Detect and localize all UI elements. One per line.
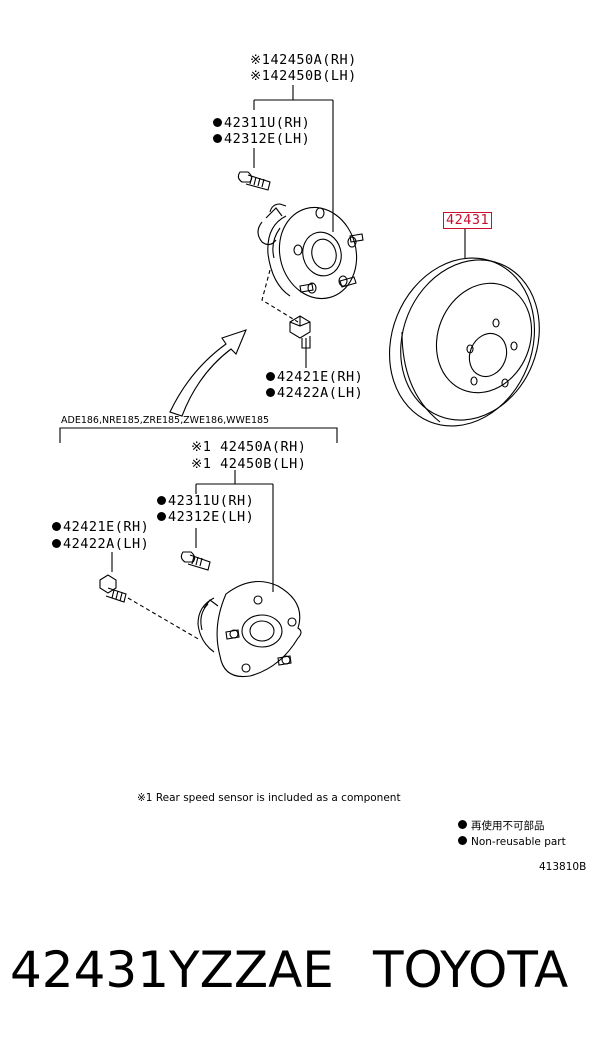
upper-sensor-lh-label: ※142450B(LH) (250, 68, 357, 84)
lower-nut-rh-label: 42421E(RH) (52, 520, 149, 535)
upper-hub-bolt (237, 171, 271, 191)
brand-caption: TOYOTA (373, 941, 569, 999)
nonreusable-dot-icon (266, 372, 275, 381)
part-number-caption: 42431YZZAE (10, 941, 334, 999)
legend-nonreusable-en: Non-reusable part (458, 836, 566, 848)
lower-sensor-rh-label: ※1 42450A(RH) (191, 439, 307, 455)
nonreusable-dot-icon (266, 388, 275, 397)
model-codes-label: ADE186,NRE185,ZRE185,ZWE186,WWE185 (61, 415, 270, 426)
nonreusable-dot-icon (157, 496, 166, 505)
nonreusable-dot-icon (52, 522, 61, 531)
footnote: ※1 Rear speed sensor is included as a co… (137, 792, 401, 804)
upper-hub-bearing (257, 203, 364, 300)
lower-hub-bolt (180, 551, 211, 571)
nonreusable-dot-icon (52, 539, 61, 548)
direction-arrow (169, 329, 247, 417)
lower-leader-lines (111, 470, 274, 592)
upper-dashed-connector (261, 269, 299, 323)
model-bracket (59, 427, 338, 443)
upper-leader-lines (253, 85, 334, 368)
upper-sensor-rh-label: ※142450A(RH) (250, 52, 357, 68)
lower-nut-lh-label: 42422A(LH) (52, 537, 149, 552)
brake-disc (388, 228, 540, 427)
legend-dot-icon (458, 836, 467, 845)
upper-nut-lh-label: 42422A(LH) (266, 386, 363, 401)
upper-bolt-lh-label: 42312E(LH) (213, 132, 310, 147)
upper-flange-bolt (289, 315, 311, 349)
lower-sensor-lh-label: ※1 42450B(LH) (191, 456, 307, 472)
diagram-code: 413810B (539, 861, 587, 873)
upper-nut-rh-label: 42421E(RH) (266, 370, 363, 385)
lower-bolt-lh-label: 42312E(LH) (157, 510, 254, 525)
legend-nonreusable-jp: 再使用不可部品 (458, 820, 545, 832)
upper-bolt-rh-label: 42311U(RH) (213, 116, 310, 131)
lower-flange-bolt (99, 574, 127, 603)
lower-dashed-connector (127, 597, 201, 641)
legend-dot-icon (458, 820, 467, 829)
nonreusable-dot-icon (157, 512, 166, 521)
lower-bolt-rh-label: 42311U(RH) (157, 494, 254, 509)
nonreusable-dot-icon (213, 134, 222, 143)
nonreusable-dot-icon (213, 118, 222, 127)
lower-hub-bearing (197, 580, 302, 678)
disc-part-callout[interactable]: 42431 (443, 212, 493, 229)
